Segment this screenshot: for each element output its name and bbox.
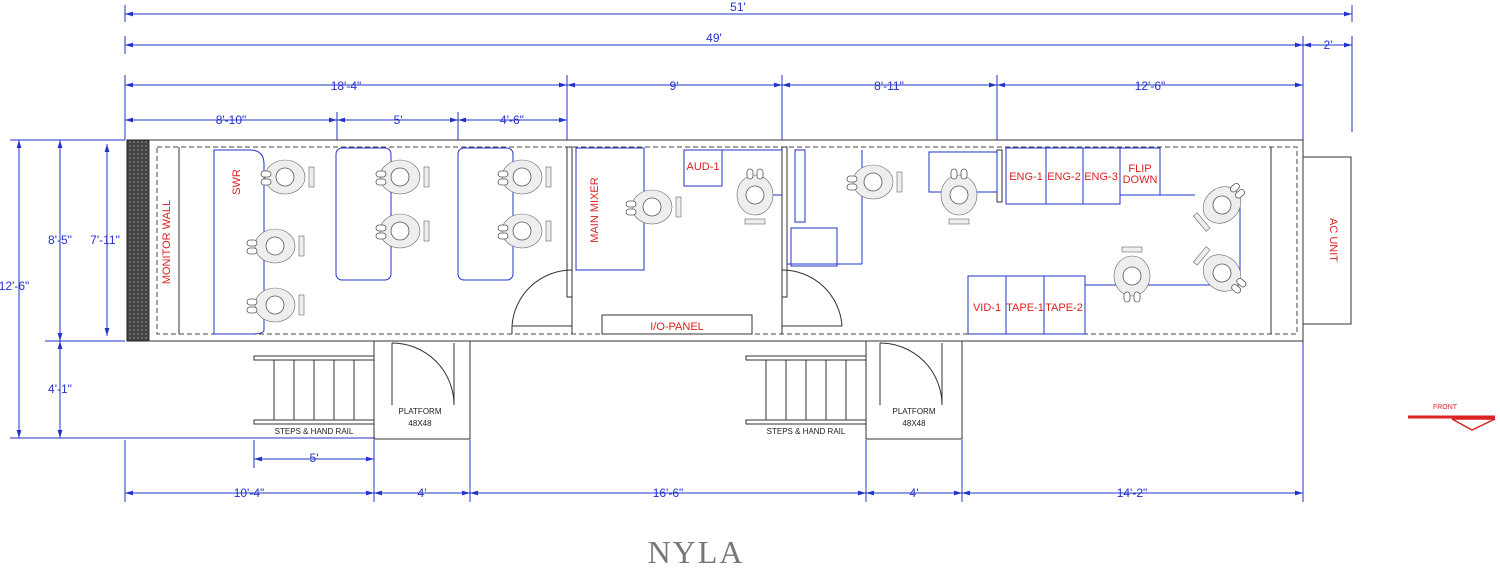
dim-height-body: 8'-5"	[48, 233, 72, 247]
dim-bottom-2: 4'	[418, 486, 427, 500]
tape1-label: TAPE-1	[1006, 302, 1044, 314]
chair	[1192, 246, 1247, 294]
front-arrow: FRONT	[1408, 404, 1496, 431]
chair	[497, 159, 552, 195]
chair	[846, 164, 903, 200]
tape2-rack	[1043, 275, 1086, 335]
bottom-dimensions: 5' 10'-4" 4' 16'-6" 4' 14'-2"	[124, 140, 1304, 502]
main-mixer-label: MAIN MIXER	[589, 177, 601, 242]
dim-sub-a2: 5'	[394, 113, 403, 127]
monitor-wall-panel	[126, 139, 150, 342]
ac-unit-label: AC UNIT	[1327, 218, 1339, 262]
chair	[246, 228, 305, 264]
dim-sub-a1: 8'-10"	[216, 113, 247, 127]
dim-bottom-1: 10'-4"	[234, 486, 265, 500]
swr-console	[213, 149, 265, 335]
platform-label-left: PLATFORM	[399, 407, 442, 416]
dim-body-length: 49'	[706, 31, 722, 45]
dim-bottom-4: 4'	[910, 486, 919, 500]
chair	[375, 213, 430, 249]
flip-down-rack	[1119, 147, 1161, 196]
chair	[246, 287, 305, 323]
aud1-rack	[683, 149, 723, 187]
tape2-label: TAPE-2	[1045, 302, 1083, 314]
platform-size-left: 48X48	[408, 419, 432, 428]
dim-steps-width: 5'	[310, 451, 319, 465]
chair	[1113, 246, 1151, 303]
io-panel-label: I/O-PANEL	[650, 321, 704, 333]
chair	[260, 159, 315, 195]
trailer-body: MONITOR WALL I/O-PANEL AC UNIT	[126, 139, 1352, 342]
dim-overall-length: 51'	[730, 0, 746, 14]
page-title: NYLA	[648, 534, 745, 568]
chair	[1192, 182, 1245, 232]
operator-seats	[246, 159, 1247, 323]
steps-label-right: STEPS & HAND RAIL	[767, 427, 846, 436]
flip-label: FLIP	[1128, 163, 1151, 175]
aud1-label: AUD-1	[686, 161, 719, 173]
dim-sub-a3: 4'-6"	[500, 113, 524, 127]
chair	[625, 189, 682, 225]
dim-zone-a: 18'-4"	[331, 79, 362, 93]
front-label: FRONT	[1433, 404, 1458, 411]
dim-zone-d: 12'-6"	[1135, 79, 1166, 93]
chair	[497, 213, 552, 249]
steps-label-left: STEPS & HAND RAIL	[275, 427, 354, 436]
dim-bottom-3: 16'-6"	[653, 486, 684, 500]
eng2-label: ENG-2	[1047, 171, 1081, 183]
chair	[375, 159, 430, 195]
steps-platform-left: STEPS & HAND RAIL PLATFORM 48X48	[253, 340, 471, 440]
chair	[736, 168, 774, 225]
dim-height-platform: 4'-1"	[48, 382, 72, 396]
steps-platform-right: STEPS & HAND RAIL PLATFORM 48X48	[745, 340, 963, 440]
dim-bottom-5: 14'-2"	[1117, 486, 1148, 500]
dim-zone-b: 9'	[670, 79, 679, 93]
dim-height-overall: 12'-6"	[0, 279, 29, 293]
dim-height-inner: 7'-11"	[90, 233, 120, 247]
dim-front-overhang: 2'	[1324, 38, 1333, 52]
vid1-label: VID-1	[973, 302, 1001, 314]
chair	[940, 168, 978, 225]
platform-label-right: PLATFORM	[893, 407, 936, 416]
swr-label: SWR	[231, 169, 243, 195]
top-dimensions: 51' 49' 2' 18'-4" 9' 8'-11" 12'-6" 8'-10…	[124, 0, 1353, 140]
eng1-label: ENG-1	[1009, 171, 1043, 183]
monitor-wall-label: MONITOR WALL	[161, 200, 173, 284]
left-dimensions: 12'-6" 8'-5" 7'-11" 4'-1"	[0, 139, 375, 439]
dim-zone-c: 8'-11"	[874, 79, 904, 93]
eng3-label: ENG-3	[1084, 171, 1118, 183]
consoles: SWR MAIN MIXER AUD-1 ENG-1 ENG-2 ENG-3 F…	[213, 147, 1241, 335]
down-label: DOWN	[1123, 174, 1158, 186]
platform-size-right: 48X48	[902, 419, 926, 428]
